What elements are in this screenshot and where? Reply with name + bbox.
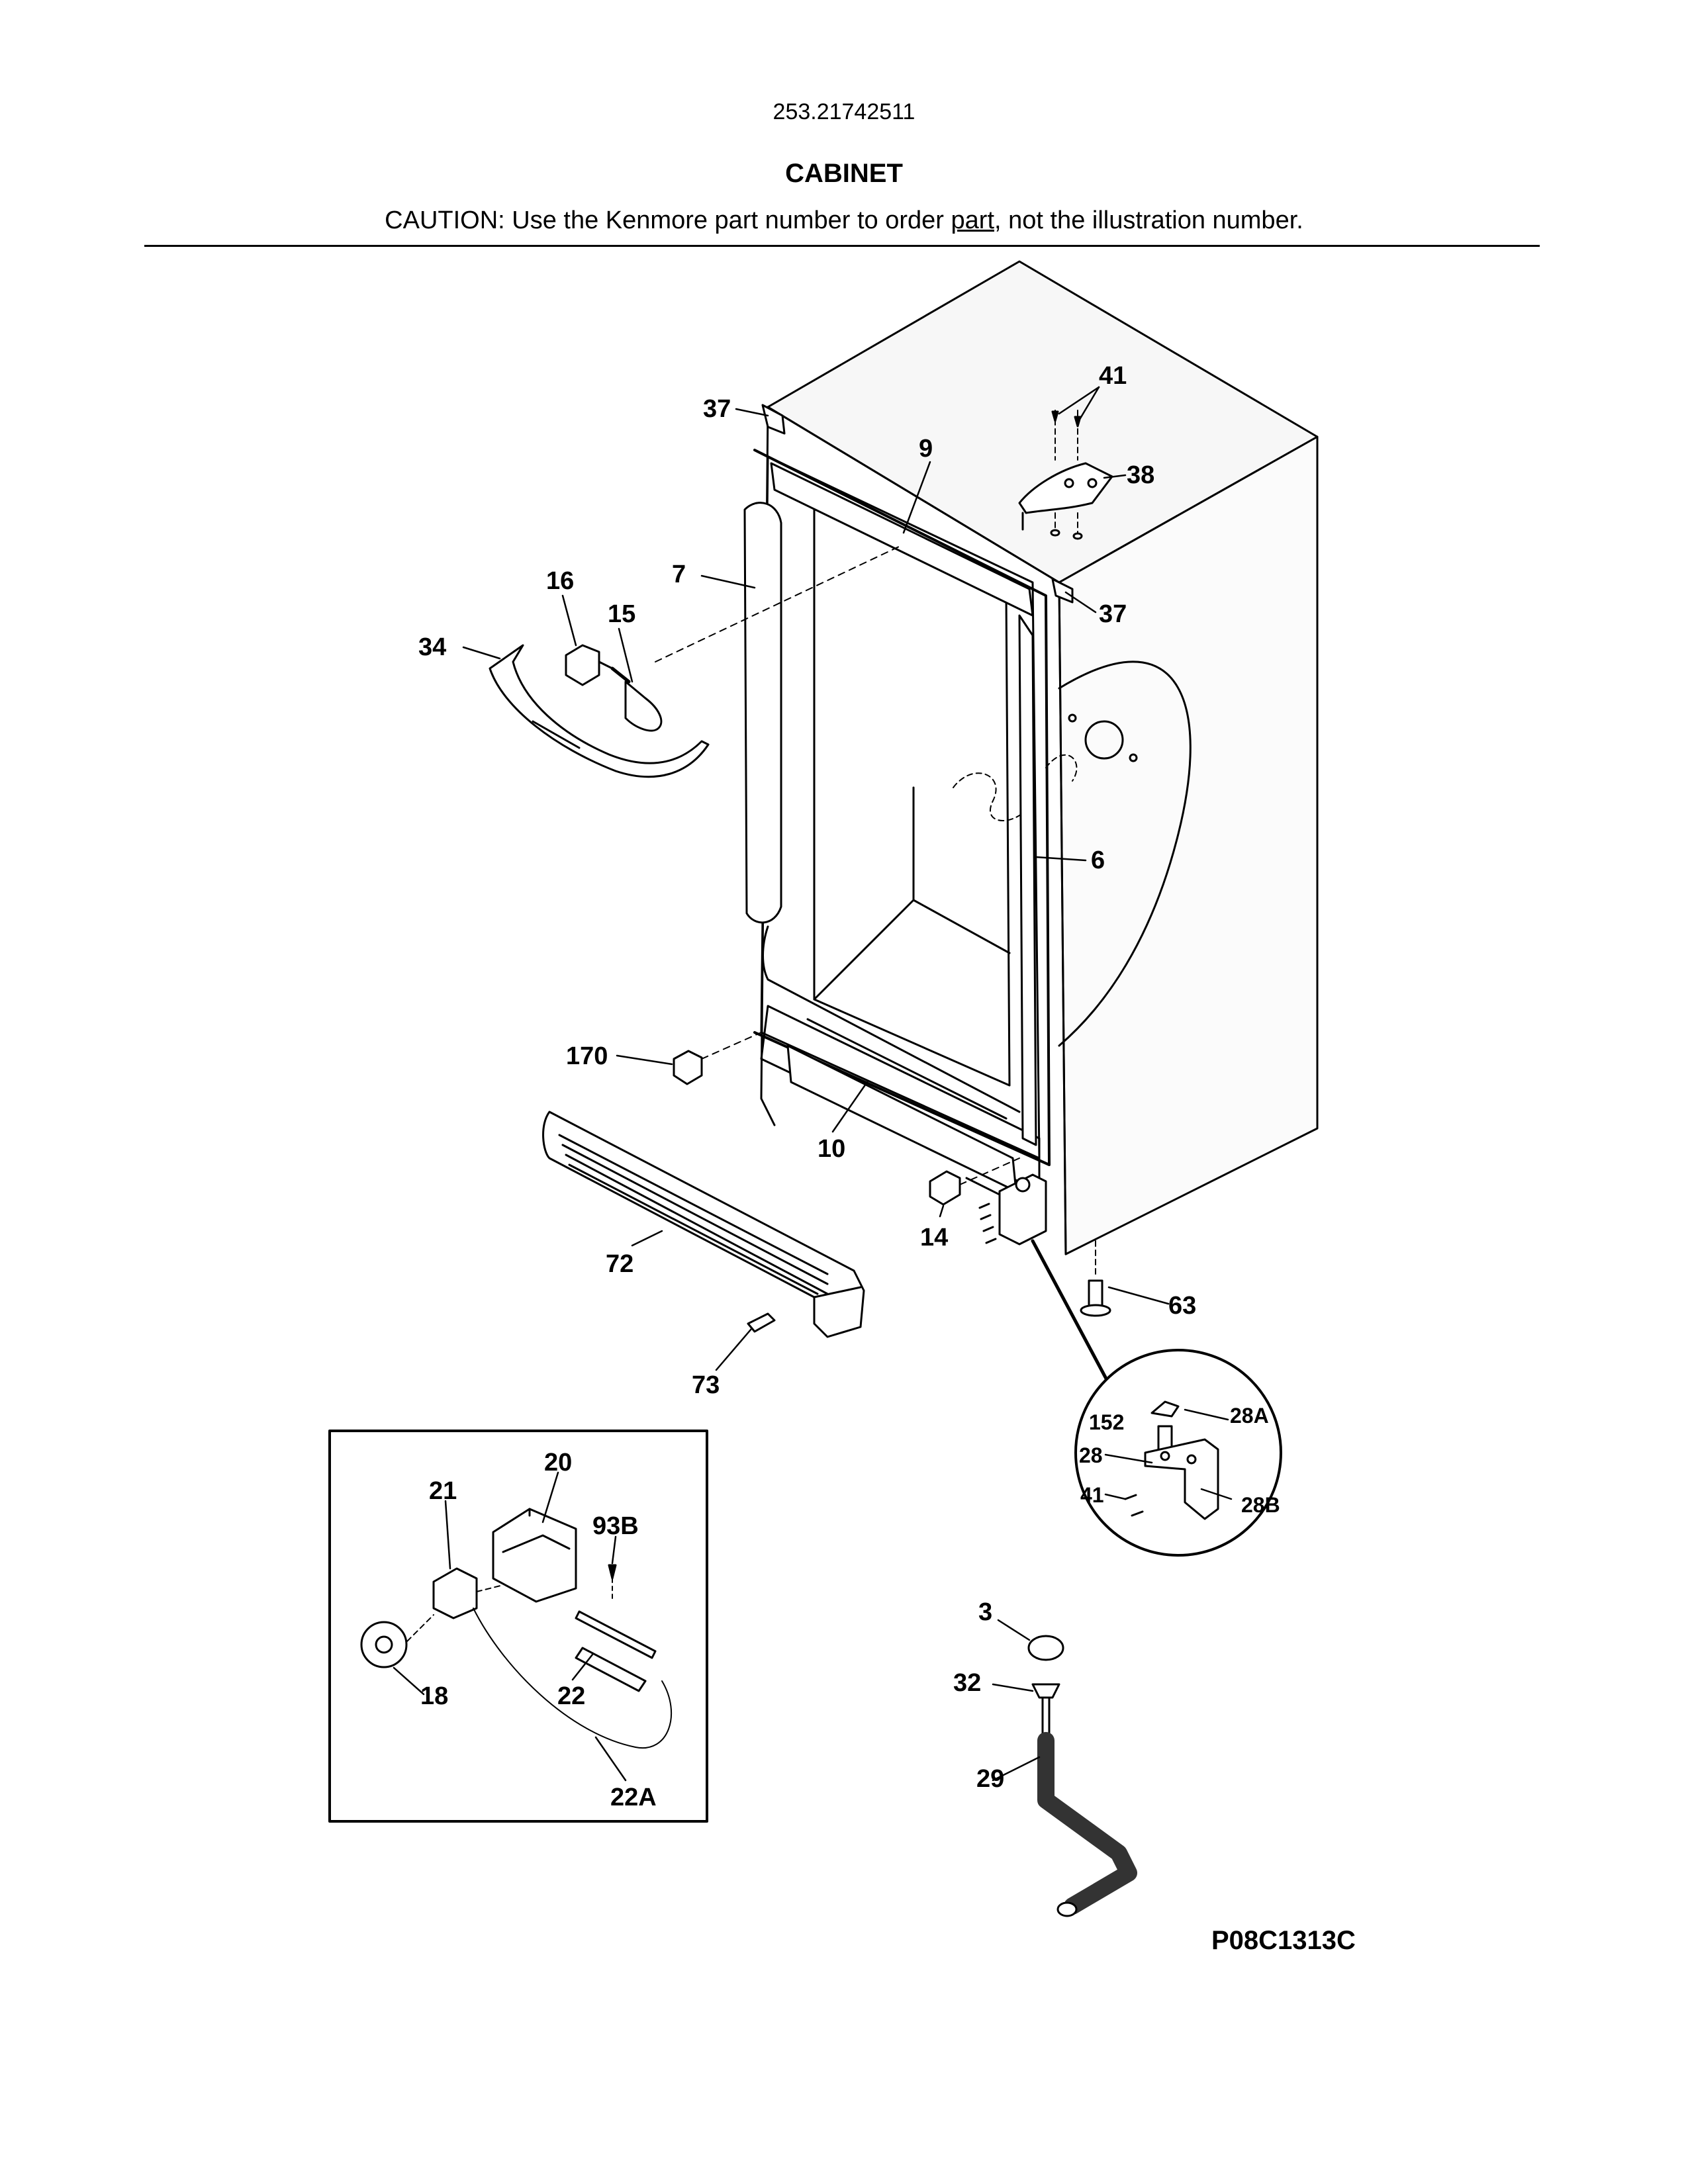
callout-34: 34 (418, 633, 446, 661)
light-assembly (489, 545, 901, 778)
caution-note: CAUTION: Use the Kenmore part number to … (0, 206, 1688, 235)
callout-37-right: 37 (1099, 600, 1127, 628)
hinge-detail (1074, 1349, 1282, 1557)
header-divider (144, 245, 1540, 247)
callout-73: 73 (692, 1371, 720, 1399)
callout-28a: 28A (1230, 1404, 1269, 1428)
model-number: 253.21742511 (773, 99, 915, 124)
thermostat-assembly (360, 1508, 672, 1749)
callout-14: 14 (920, 1224, 948, 1251)
callout-16: 16 (546, 567, 574, 595)
deflector (786, 1044, 1017, 1193)
switch-and-bottom-hinge (929, 1158, 1114, 1392)
callout-28b: 28B (1241, 1493, 1280, 1517)
callout-41: 41 (1099, 362, 1127, 390)
leveling-leg (1080, 1240, 1111, 1317)
callout-32: 32 (953, 1669, 981, 1697)
cabinet-body (760, 260, 1319, 1255)
callout-170: 170 (566, 1042, 608, 1070)
callout-20: 20 (544, 1449, 572, 1477)
callout-41-detail: 41 (1080, 1483, 1104, 1507)
callout-18: 18 (420, 1682, 448, 1710)
top-hinge-assembly (1018, 410, 1113, 540)
toe-grille (542, 1111, 865, 1338)
callout-28: 28 (1079, 1443, 1103, 1467)
callout-37: 37 (703, 395, 731, 423)
grille-clip (747, 1312, 776, 1333)
callout-15: 15 (608, 600, 635, 628)
callout-152: 152 (1089, 1410, 1124, 1434)
callout-21: 21 (429, 1477, 457, 1505)
door-gasket (743, 404, 1074, 1166)
callout-3: 3 (978, 1598, 992, 1626)
callout-22a: 22A (610, 1784, 657, 1811)
callout-72: 72 (606, 1250, 633, 1278)
caution-prefix: CAUTION: Use the Kenmore part number to … (385, 206, 951, 234)
page-title: CABINET (785, 159, 903, 188)
callout-leaders (393, 386, 1233, 1782)
drain-assembly (1027, 1635, 1137, 1917)
drawing-code: P08C1313C (1211, 1926, 1356, 1955)
caution-part-link[interactable]: part (951, 206, 994, 234)
callout-9: 9 (919, 435, 933, 463)
callout-93b: 93B (592, 1512, 639, 1540)
caution-suffix: , not the illustration number. (994, 206, 1303, 234)
callout-10: 10 (818, 1135, 845, 1163)
cabinet-block (673, 1032, 762, 1085)
callout-63: 63 (1168, 1292, 1196, 1320)
callout-6: 6 (1091, 846, 1105, 874)
callout-29: 29 (976, 1765, 1004, 1793)
callout-38: 38 (1127, 461, 1154, 489)
callout-22: 22 (557, 1682, 585, 1710)
callout-7: 7 (672, 561, 686, 588)
callout-labels: 37 41 9 38 7 37 16 15 34 6 170 10 14 72 … (418, 362, 1280, 1811)
